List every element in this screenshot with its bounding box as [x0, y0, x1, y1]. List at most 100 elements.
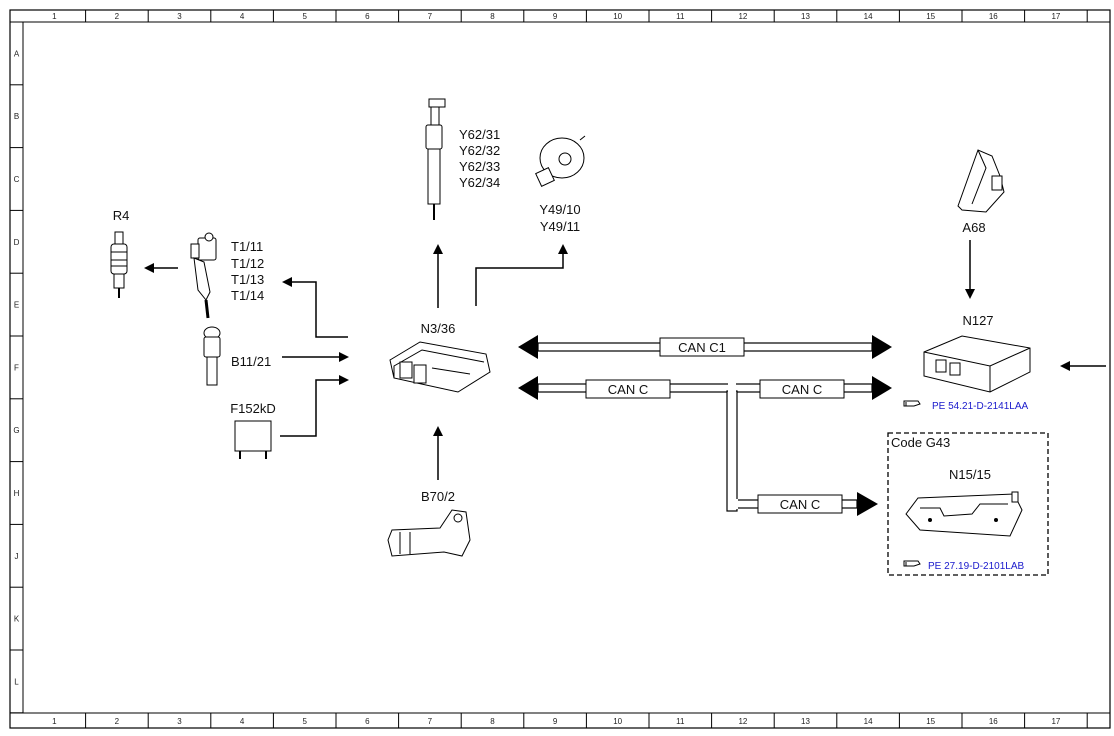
arrowhead-b11 [339, 352, 349, 362]
grid-row-label: D [14, 238, 20, 247]
accelerator-pedal-icon [957, 149, 1005, 213]
grid-column-label-top: 6 [365, 12, 370, 21]
grid-row-label: G [13, 426, 19, 435]
arrowhead-y49 [558, 244, 568, 254]
label-b11-21: B11/21 [231, 354, 271, 369]
grid-column-label-bottom: 6 [365, 717, 370, 726]
grid-row-label: K [14, 615, 20, 624]
arrowhead-a68 [965, 289, 975, 299]
grid-column-label-bottom: 9 [553, 717, 558, 726]
grid-column-label-top: 3 [177, 12, 182, 21]
grid-row-label: F [14, 363, 19, 372]
grid-column-label-bottom: 8 [490, 717, 495, 726]
line-to-y49 [475, 254, 564, 306]
code-g43-box [887, 432, 1049, 576]
grid-column-label-top: 10 [613, 12, 622, 21]
label-n127: N127 [962, 313, 993, 328]
grid-column-label-bottom: 10 [613, 717, 622, 726]
arrowhead-b70 [433, 426, 443, 436]
grid-column-label-top: 5 [302, 12, 307, 21]
grid-column-label-bottom: 5 [302, 717, 307, 726]
grid-column-label-top: 4 [240, 12, 245, 21]
transmission-control-unit-icon [905, 491, 1023, 537]
grid-column-label-top: 13 [801, 12, 810, 21]
label-n3-36: N3/36 [421, 321, 456, 336]
grid-row-label: H [14, 489, 20, 498]
grid-row-label: E [14, 301, 19, 310]
crankshaft-sensor-icon [387, 509, 471, 557]
grid-row-label: L [14, 677, 19, 686]
label-y49-11: Y49/11 [540, 219, 580, 234]
label-b70-2: B70/2 [421, 489, 455, 504]
line-to-t1 [290, 281, 348, 338]
grid-column-label-bottom: 13 [801, 717, 810, 726]
grid-column-label-top: 11 [676, 12, 685, 21]
reference-hand-icon [903, 400, 921, 407]
label-y62-31: Y62/31 [459, 127, 500, 142]
grid-column-label-bottom: 4 [240, 717, 245, 726]
grid-row-label: B [14, 112, 19, 121]
grid-column-label-top: 12 [738, 12, 747, 21]
grid-column-label-bottom: 15 [926, 717, 935, 726]
grid-column-label-bottom: 12 [738, 717, 747, 726]
grid-column-label-bottom: 1 [52, 717, 57, 726]
reference-hand-icon [903, 560, 921, 567]
label-y62-34: Y62/34 [459, 175, 500, 190]
grid-column-label-top: 7 [428, 12, 433, 21]
label-f152kd: F152kD [230, 401, 276, 416]
label-t1-14: T1/14 [231, 288, 264, 303]
label-a68: A68 [962, 220, 985, 235]
label-can-c1: CAN C1 [678, 340, 726, 355]
camshaft-valve-icon [535, 135, 586, 187]
label-can-c-right: CAN C [782, 382, 822, 397]
grid-column-label-top: 9 [553, 12, 558, 21]
ignition-coil-icon [190, 232, 217, 319]
label-can-c-left: CAN C [608, 382, 648, 397]
arrowhead-y62 [433, 244, 443, 254]
label-y62-33: Y62/33 [459, 159, 500, 174]
grid-column-label-top: 17 [1051, 12, 1060, 21]
grid-column-label-top: 8 [490, 12, 495, 21]
label-y49-10: Y49/10 [539, 202, 580, 217]
line-from-f152 [280, 379, 340, 437]
drawing-frame [9, 9, 1111, 729]
label-can-c-lower: CAN C [780, 497, 820, 512]
grid-column-label-bottom: 7 [428, 717, 433, 726]
relay-icon [234, 420, 272, 459]
label-code-g43: Code G43 [891, 435, 950, 450]
grid-column-label-bottom: 11 [676, 717, 685, 726]
grid-row-label: A [14, 49, 20, 58]
grid-column-label-top: 16 [989, 12, 998, 21]
arrowhead-f152 [339, 375, 349, 385]
grid-column-label-bottom: 16 [989, 717, 998, 726]
arrowhead-n127 [1060, 361, 1070, 371]
grid-reference-layer: 1122334455667788991010111112121313141415… [10, 10, 1088, 728]
fuel-injector-icon [425, 98, 446, 220]
temperature-sensor-icon [203, 326, 221, 386]
label-n15-15: N15/15 [949, 467, 991, 482]
can-c1-bus: CAN C1 [518, 335, 892, 359]
arrowhead-r4 [144, 263, 154, 273]
reference-n127[interactable]: PE 54.21-D-2141LAA [932, 401, 1029, 412]
label-r4: R4 [113, 208, 130, 223]
arrowhead-t1 [282, 277, 292, 287]
grid-column-label-bottom: 14 [864, 717, 873, 726]
powertrain-control-unit-icon [923, 335, 1031, 393]
grid-column-label-top: 15 [926, 12, 935, 21]
grid-column-label-top: 14 [864, 12, 873, 21]
label-y62-32: Y62/32 [459, 143, 500, 158]
engine-control-unit-icon [389, 341, 491, 393]
reference-n15-15[interactable]: PE 27.19-D-2101LAB [928, 561, 1025, 572]
label-t1-13: T1/13 [231, 272, 264, 287]
grid-column-label-bottom: 2 [115, 717, 120, 726]
grid-row-label: C [14, 175, 20, 184]
label-t1-11: T1/11 [231, 239, 263, 254]
grid-column-label-top: 2 [115, 12, 120, 21]
spark-plug-icon [110, 231, 128, 298]
grid-row-label: J [15, 552, 19, 561]
grid-column-label-bottom: 3 [177, 717, 182, 726]
label-t1-12: T1/12 [231, 256, 264, 271]
can-c-bus: CAN C CAN C CAN C [518, 376, 892, 516]
grid-column-label-bottom: 17 [1051, 717, 1060, 726]
